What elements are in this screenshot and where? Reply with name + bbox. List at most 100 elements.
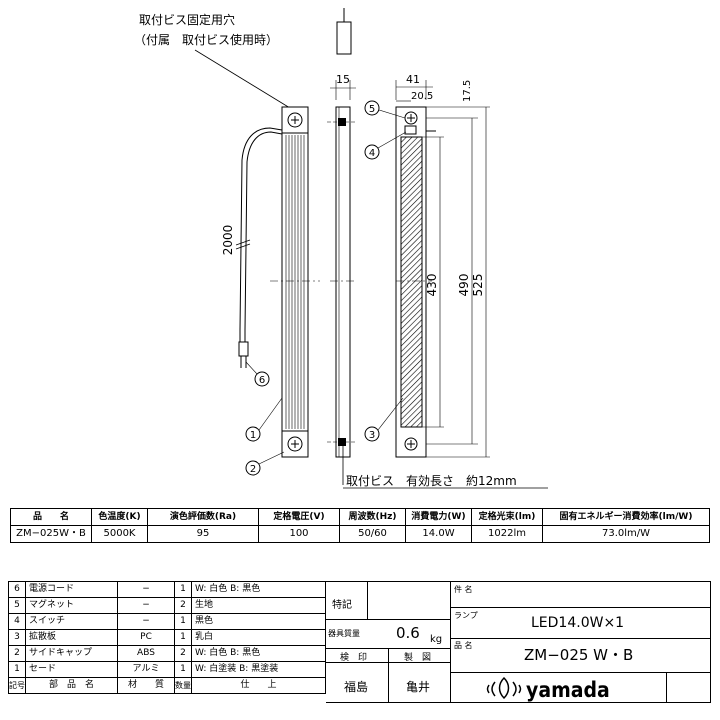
lamp-label: ランプ: [454, 611, 478, 620]
callout-5: 5: [364, 100, 406, 119]
mounting-hole-note-sub: （付属 取付ビス使用時）: [134, 32, 278, 47]
parts-row: 6 電源コード − 1 W: 白色 B: 黒色: [8, 581, 326, 598]
rear-view: 41 20.5 17.5 430 490 525: [395, 73, 490, 458]
part-finish: 生地: [191, 597, 326, 614]
technical-drawing: 取付ビス固定用穴 （付属 取付ビス使用時） 2000: [134, 8, 548, 489]
spec-header: 固有エネルギー消費効率(lm/W): [542, 508, 710, 526]
dim-490: 490: [457, 274, 471, 297]
part-qty: 1: [174, 613, 192, 630]
spec-cell: 100: [258, 525, 340, 543]
drafting-label: 製 図: [404, 653, 432, 663]
spec-table: 品 名 色温度(K) 演色評価数(Ra) 定格電圧(V) 周波数(Hz) 消費電…: [10, 508, 710, 543]
product-label: 品 名: [454, 641, 473, 650]
lamp-value: LED14.0W×1: [531, 615, 625, 631]
width-dim-15: 15: [336, 73, 350, 86]
spec-cell: 73.0lm/W: [542, 525, 710, 543]
footer-name: 部 品 名: [25, 677, 118, 694]
part-qty: 1: [174, 629, 192, 646]
part-name: セード: [25, 661, 118, 678]
cord-length-dim: 2000: [221, 225, 235, 256]
spec-cell: 1022lm: [471, 525, 543, 543]
inspector-name: 福島: [344, 680, 369, 694]
part-name: マグネット: [25, 597, 118, 614]
weight-unit: kg: [430, 634, 443, 645]
part-finish: W: 白塗装 B: 黒塗装: [191, 661, 326, 678]
drafter-name: 亀井: [406, 680, 431, 694]
parts-row: 4 スイッチ − 1 黒色: [8, 613, 326, 630]
spec-header: 定格光束(lm): [471, 508, 543, 526]
part-name: サイドキャップ: [25, 645, 118, 662]
spec-header: 周波数(Hz): [339, 508, 406, 526]
footer-finish: 仕 上: [191, 677, 326, 694]
part-material: アルミ: [117, 661, 175, 678]
tokki-label: 特記: [332, 600, 352, 611]
yamada-logo-icon: [486, 676, 522, 700]
dim-17-5: 17.5: [462, 80, 473, 102]
part-name: 拡散板: [25, 629, 118, 646]
spec-header-row: 品 名 色温度(K) 演色評価数(Ra) 定格電圧(V) 周波数(Hz) 消費電…: [10, 508, 710, 526]
svg-text:6: 6: [259, 375, 265, 386]
spec-cell: 14.0W: [405, 525, 472, 543]
part-material: −: [117, 613, 175, 630]
part-material: PC: [117, 629, 175, 646]
spec-data-row: ZM−025W・B 5000K 95 100 50/60 14.0W 1022l…: [10, 525, 710, 543]
part-no: 6: [8, 581, 26, 598]
side-view: 15: [327, 8, 356, 485]
callout-6: 6: [245, 361, 270, 387]
part-finish: W: 白色 B: 黒色: [191, 645, 326, 662]
weight-value: 0.6: [396, 624, 420, 642]
part-name: 電源コード: [25, 581, 118, 598]
item-label: 件 名: [454, 585, 473, 594]
svg-text:5: 5: [369, 104, 375, 115]
svg-text:3: 3: [369, 430, 375, 441]
spec-cell: 95: [147, 525, 259, 543]
title-block: 特記 器具質量 0.6 kg 検 印 製 図 福島 亀井 件 名 ランプ LED…: [326, 581, 711, 703]
callout-4: 4: [364, 131, 407, 160]
dim-430: 430: [425, 274, 439, 297]
front-view: 2000: [221, 106, 320, 458]
parts-row: 1 セード アルミ 1 W: 白塗装 B: 黒塗装: [8, 661, 326, 678]
callout-2: 2: [245, 451, 285, 476]
part-material: −: [117, 597, 175, 614]
parts-row: 3 拡散板 PC 1 乳白: [8, 629, 326, 646]
part-material: ABS: [117, 645, 175, 662]
parts-row: 2 サイドキャップ ABS 2 W: 白色 B: 黒色: [8, 645, 326, 662]
product-value: ZM−025 W・B: [524, 646, 634, 664]
part-qty: 1: [174, 661, 192, 678]
spec-header: 定格電圧(V): [258, 508, 340, 526]
callout-1: 1: [245, 397, 283, 442]
part-no: 4: [8, 613, 26, 630]
part-qty: 1: [174, 581, 192, 598]
part-no: 5: [8, 597, 26, 614]
part-finish: 乳白: [191, 629, 326, 646]
brand-name: yamada: [526, 678, 610, 702]
part-no: 1: [8, 661, 26, 678]
part-qty: 2: [174, 645, 192, 662]
part-finish: 黒色: [191, 613, 326, 630]
svg-text:4: 4: [369, 148, 375, 159]
part-no: 3: [8, 629, 26, 646]
footer-material: 材 質: [117, 677, 175, 694]
spec-header: 演色評価数(Ra): [147, 508, 259, 526]
footer-no: 記号: [8, 677, 26, 694]
width-dim-41: 41: [406, 73, 420, 86]
svg-text:1: 1: [250, 430, 256, 441]
dim-20-5: 20.5: [411, 91, 433, 102]
weight-label: 器具質量: [328, 629, 360, 638]
parts-footer-row: 記号 部 品 名 材 質 数量 仕 上: [8, 677, 326, 694]
spec-header: 消費電力(W): [405, 508, 472, 526]
screw-length-note: 取付ビス 有効長さ 約12mm: [346, 473, 517, 488]
spec-cell: ZM−025W・B: [10, 525, 92, 543]
spec-header: 色温度(K): [91, 508, 148, 526]
part-qty: 2: [174, 597, 192, 614]
footer-qty: 数量: [174, 677, 192, 694]
svg-text:2: 2: [250, 464, 256, 475]
spec-header: 品 名: [10, 508, 92, 526]
mounting-hole-note: 取付ビス固定用穴: [139, 12, 235, 27]
part-finish: W: 白色 B: 黒色: [191, 581, 326, 598]
dim-525: 525: [471, 274, 485, 297]
spec-cell: 50/60: [339, 525, 406, 543]
parts-row: 5 マグネット − 2 生地: [8, 597, 326, 614]
parts-table: 6 電源コード − 1 W: 白色 B: 黒色 5 マグネット − 2 生地 4…: [8, 581, 326, 694]
spec-cell: 5000K: [91, 525, 148, 543]
